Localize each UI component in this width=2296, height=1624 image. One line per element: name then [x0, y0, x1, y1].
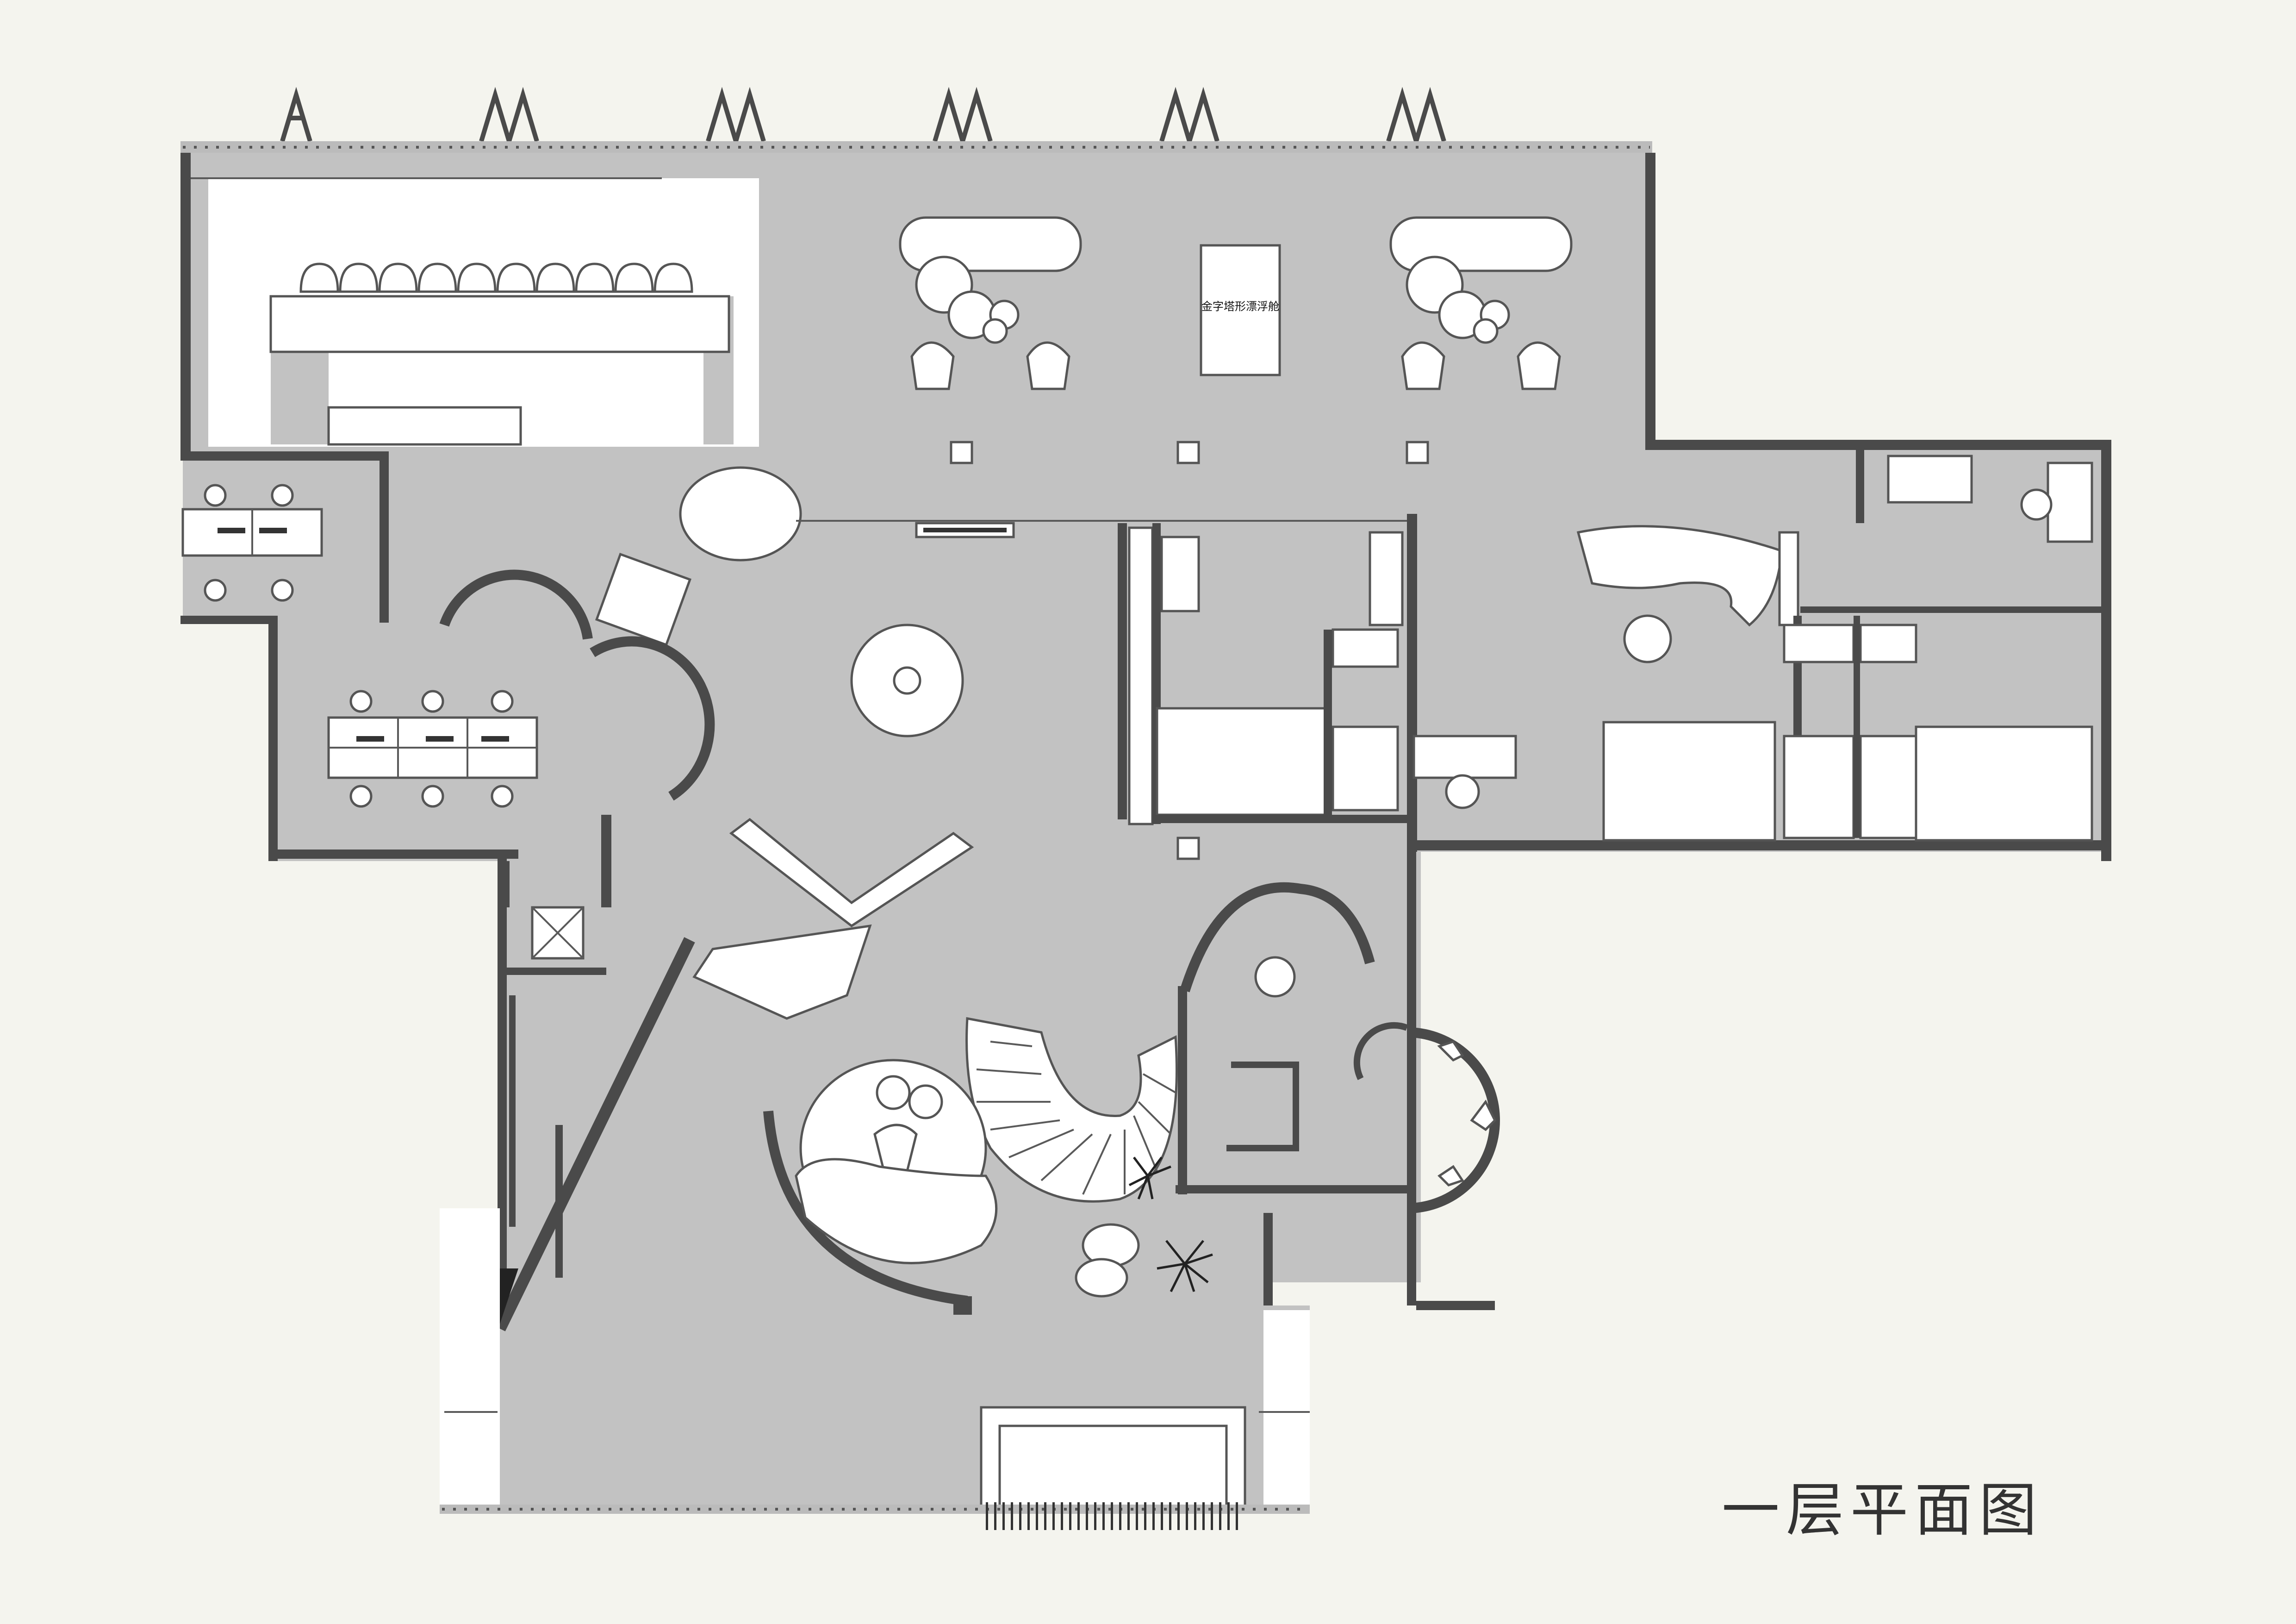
lounge-bubble: [763, 1059, 998, 1315]
room-a: [1118, 523, 1416, 825]
columns: [950, 441, 1429, 860]
diagonal-wall: [494, 818, 974, 1331]
outer-walls: [180, 153, 2111, 1319]
room-c: [1800, 440, 2106, 842]
round-room: [1353, 1022, 1500, 1213]
bar-area: [191, 177, 759, 447]
round-meeting-room: [439, 569, 715, 907]
upper-left-office: [181, 484, 323, 602]
roof-trusses: [280, 87, 1446, 150]
plan-title: 一层平面图: [1722, 1477, 2043, 1544]
stools-plants: [1075, 1223, 1140, 1298]
plants: [1128, 1156, 1213, 1293]
arch-room: [1176, 882, 1407, 1194]
floating-pod: 金字塔形漂浮舱: [1200, 244, 1281, 376]
lounge-right: [1389, 216, 1573, 390]
left-stair-core: [504, 906, 606, 1278]
floating-pod-label: 金字塔形漂浮舱: [1201, 300, 1279, 313]
office-partition: [380, 451, 389, 623]
room-b: [1412, 525, 1917, 842]
bar-stools: [299, 262, 693, 293]
bottom-terrace: [440, 1208, 1310, 1530]
lower-left-office: [327, 690, 538, 808]
middle-hall: [595, 466, 1407, 737]
lounge-left: [899, 216, 1082, 390]
